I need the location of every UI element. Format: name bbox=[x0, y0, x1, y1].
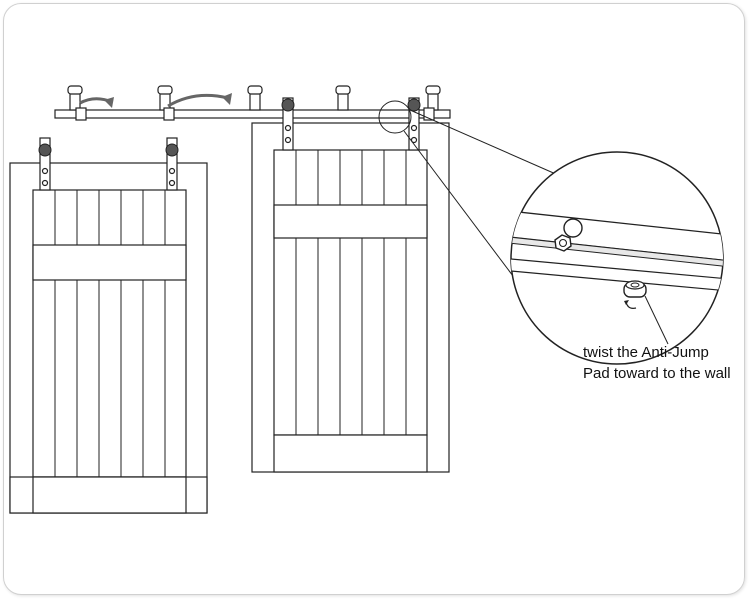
right-door-hanger-2 bbox=[407, 97, 421, 151]
left-door bbox=[9, 137, 208, 514]
track-clip-3 bbox=[423, 107, 435, 121]
right-door-hanger-1 bbox=[281, 97, 295, 151]
left-door-bottom-panel bbox=[32, 476, 187, 514]
move-arrow-2 bbox=[167, 93, 229, 108]
left-door-middle-rail bbox=[32, 244, 187, 281]
instruction-line-2: Pad toward to the wall bbox=[583, 365, 731, 382]
instruction-line-1: twist the Anti-Jump bbox=[583, 344, 709, 361]
callout-leader-bottom bbox=[403, 130, 523, 289]
left-door-hanger-2 bbox=[165, 137, 179, 191]
left-door-hanger-1 bbox=[38, 137, 52, 191]
sliding-track bbox=[54, 85, 451, 121]
track-clip-1 bbox=[75, 107, 87, 121]
left-door-planks bbox=[54, 190, 166, 477]
anti-jump-instruction: twist the Anti-Jump Pad toward to the wa… bbox=[583, 342, 731, 384]
callout-leader-top bbox=[409, 109, 575, 183]
pad-pointer-line bbox=[644, 295, 669, 345]
track-spacers bbox=[67, 85, 441, 111]
move-arrow-2-head bbox=[222, 93, 232, 105]
track-clip-2 bbox=[163, 107, 175, 121]
callout-source-circle bbox=[378, 100, 412, 134]
right-door bbox=[251, 97, 450, 473]
zoom-detail bbox=[510, 151, 724, 365]
zoom-track-upper bbox=[511, 209, 723, 263]
move-arrow-1-head bbox=[104, 97, 114, 108]
track-rail bbox=[54, 109, 451, 119]
right-door-inner-frame bbox=[273, 149, 428, 436]
zoom-door-top bbox=[511, 257, 723, 293]
right-door-bottom-panel bbox=[273, 434, 428, 473]
right-door-planks bbox=[295, 150, 407, 435]
diagram-frame bbox=[3, 3, 745, 595]
bolt-washer bbox=[563, 218, 583, 238]
left-door-inner-frame bbox=[32, 189, 187, 478]
right-door-middle-rail bbox=[273, 204, 428, 239]
